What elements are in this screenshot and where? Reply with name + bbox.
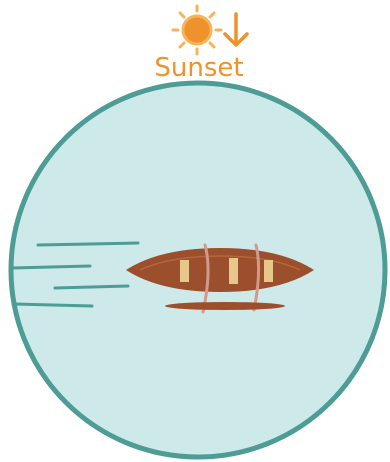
sunset-label: Sunset xyxy=(154,53,243,83)
sunset-icon xyxy=(173,6,221,54)
boat-seat xyxy=(229,258,238,284)
boat-seat xyxy=(264,260,273,282)
down-arrow-icon xyxy=(225,14,247,45)
speed-line xyxy=(14,304,92,306)
boat-shadow xyxy=(165,302,285,310)
speed-line xyxy=(55,286,128,288)
speed-line xyxy=(12,266,90,268)
speed-line xyxy=(38,243,138,245)
boat-seat xyxy=(180,260,189,282)
